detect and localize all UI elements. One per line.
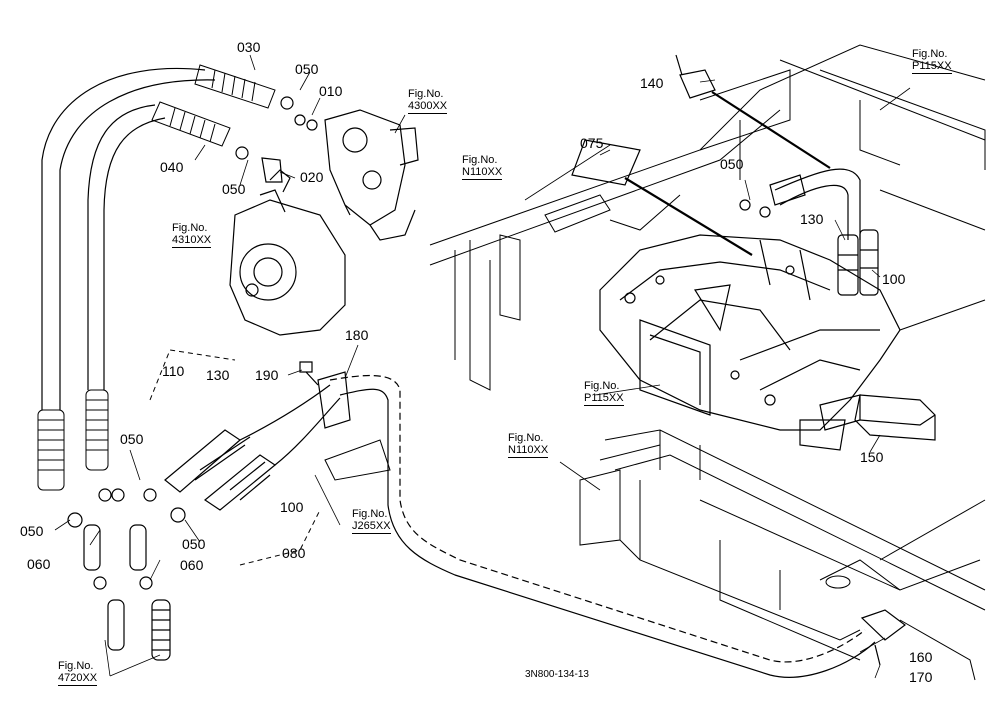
- part-label-050-b: 050: [222, 181, 246, 197]
- part-label-060-a: 060: [27, 556, 51, 572]
- part-label-050-d: 050: [120, 431, 144, 447]
- bracket-140: [679, 69, 716, 99]
- diagram-code: 3N800-134-13: [525, 669, 589, 680]
- upper-right-hoses: [769, 168, 879, 296]
- part-label-020: 020: [300, 169, 324, 185]
- part-label-100-b: 100: [280, 499, 304, 515]
- mid-hoses: [164, 384, 341, 511]
- part-label-030: 030: [237, 39, 261, 55]
- elbow-fitting-020: [261, 157, 283, 183]
- fig-ref-n110-lower[interactable]: Fig.No. N110XX: [508, 432, 549, 458]
- part-label-150: 150: [860, 449, 884, 465]
- pipes: [83, 524, 171, 661]
- bolt-190: [299, 361, 319, 386]
- indicator-lines: [624, 91, 831, 256]
- part-label-050-a: 050: [295, 61, 319, 77]
- corrugated-ends: [37, 64, 276, 491]
- part-label-075: 075: [580, 135, 604, 151]
- fig-ref-n110-upper[interactable]: Fig.No. N110XX: [462, 154, 503, 180]
- pad-075: [571, 139, 641, 186]
- fig-ref-4720[interactable]: Fig.No. 4720XX: [58, 660, 98, 686]
- bolt-170: [874, 644, 881, 666]
- leader-lines: [54, 54, 911, 679]
- part-label-010: 010: [319, 83, 343, 99]
- part-label-050-e: 050: [20, 523, 44, 539]
- part-label-100-a: 100: [882, 271, 906, 287]
- coolant-hoses: [41, 67, 876, 678]
- part-150-block: [854, 394, 936, 441]
- part-label-060-b: 060: [180, 557, 204, 573]
- bracket-180: [317, 371, 351, 429]
- lower-frame: [579, 429, 986, 681]
- transmission-block: [599, 234, 901, 451]
- part-label-140: 140: [640, 75, 664, 91]
- fig-ref-p115-mid[interactable]: Fig.No. P115XX: [584, 380, 624, 406]
- fig-ref-j265[interactable]: Fig.No. J265XX: [352, 508, 391, 534]
- fig-ref-4300[interactable]: Fig.No. 4300XX: [408, 88, 448, 114]
- part-label-050-f: 050: [182, 536, 206, 552]
- part-label-110: 110: [162, 363, 185, 379]
- part-label-130-a: 130: [800, 211, 824, 227]
- part-label-180: 180: [345, 327, 369, 343]
- part-label-160: 160: [909, 649, 933, 665]
- frame-structure: [429, 44, 986, 391]
- part-label-130-b: 130: [206, 367, 230, 383]
- fig-ref-p115-top[interactable]: Fig.No. P115XX: [912, 48, 952, 74]
- part-label-040: 040: [160, 159, 184, 175]
- part-label-170: 170: [909, 669, 933, 685]
- thermostat-housing: [324, 109, 419, 241]
- part-label-080: 080: [282, 545, 306, 561]
- water-pump: [229, 169, 346, 336]
- part-label-050-c: 050: [720, 156, 744, 172]
- fig-ref-4310[interactable]: Fig.No. 4310XX: [172, 222, 212, 248]
- part-label-190: 190: [255, 367, 279, 383]
- hose-clamps: [67, 96, 771, 590]
- clamp-160: [860, 609, 906, 641]
